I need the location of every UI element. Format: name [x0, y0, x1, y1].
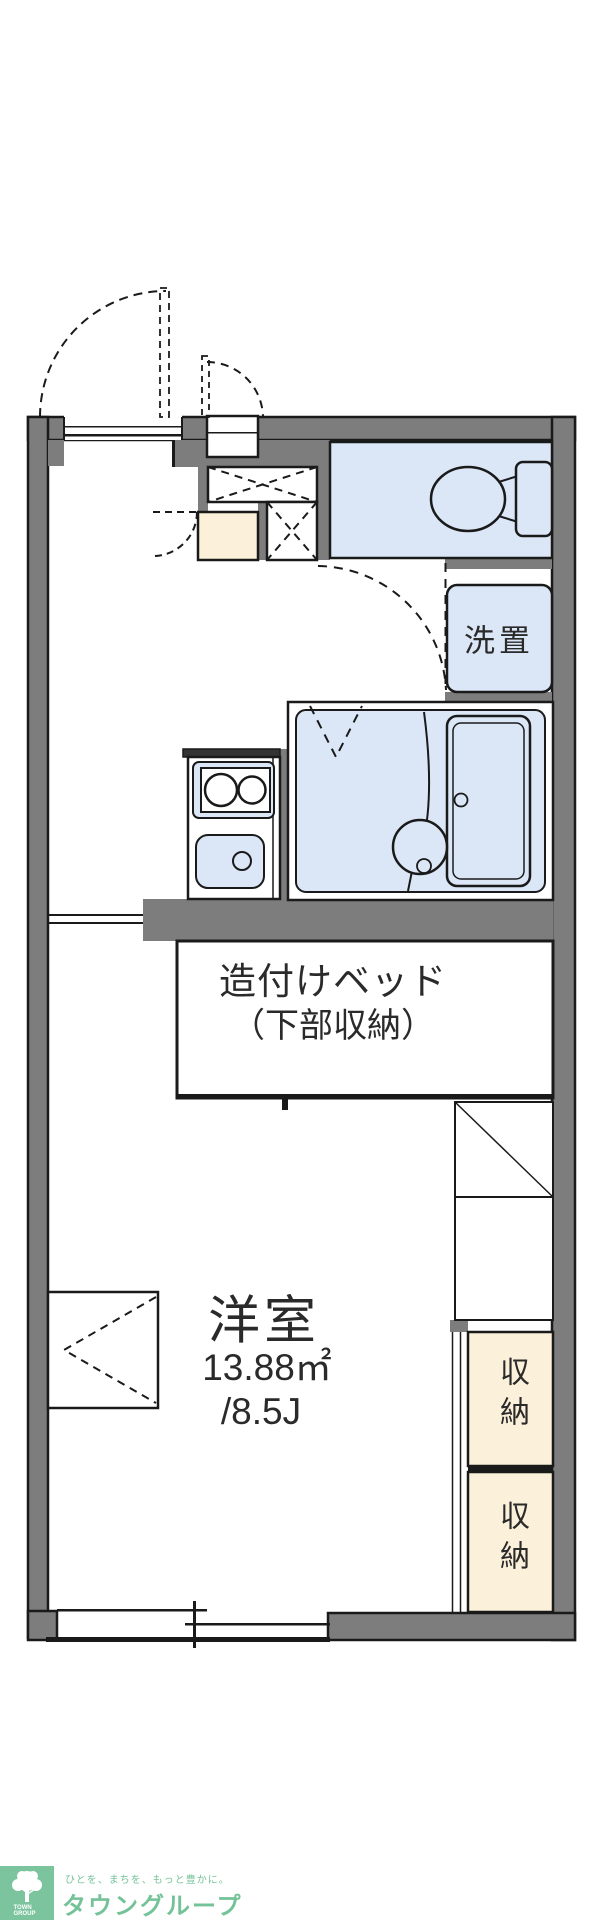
genkan-floor [196, 510, 260, 562]
tree-icon [12, 1871, 42, 1902]
shoe-cabinet-lower [265, 500, 319, 562]
closet-top [466, 1330, 555, 1468]
bottom-window [46, 1601, 330, 1648]
laundry-space [445, 583, 554, 694]
top-alcove-doorway [205, 414, 260, 459]
sink-icon [195, 834, 265, 889]
toilet-door-arc [317, 563, 447, 691]
bay-window [46, 1290, 160, 1410]
stove-icon [192, 761, 275, 819]
room-label: 洋室 [207, 1292, 321, 1351]
footer-slogan: ひとを、まちを、もっと豊かに。 [65, 1875, 230, 1886]
bed-label-line1: 造付けベッド [219, 961, 447, 1002]
shoe-cabinet-upper [206, 465, 319, 504]
town-group-badge-text: TOWN GROUP [13, 1905, 36, 1917]
entrance-door-arc [39, 287, 170, 418]
closet-bottom [466, 1470, 555, 1614]
closet-bottom-label: 収納 [495, 1500, 528, 1580]
interior-walls [48, 440, 553, 1332]
town-group-logo: TOWN GROUP [0, 1866, 54, 1920]
entrance-opening [63, 414, 183, 440]
genkan-door-arc [152, 511, 198, 557]
bed-label-line2: （下部収納） [231, 1007, 435, 1045]
laundry-label: 洗置 [464, 623, 534, 659]
exterior-walls [26, 415, 577, 1642]
hall-opening [48, 914, 143, 924]
closet-top-label: 収納 [495, 1356, 528, 1436]
closet-door-track [451, 1332, 462, 1612]
wall-edge-lines [172, 440, 175, 467]
bath-washing-area [391, 711, 449, 892]
toilet-icon [429, 460, 554, 538]
bathtub-icon [445, 714, 532, 888]
alcove-door-arc [201, 355, 264, 418]
bed-label: 造付けベッド （下部収納） [219, 959, 447, 1049]
room-area-label: 13.88㎡ [202, 1347, 332, 1388]
built-in-bed [175, 939, 555, 1110]
footer-brand: タウングループ [62, 1893, 243, 1920]
bathroom-door-fold [309, 705, 363, 760]
upper-cabinet-boxes [454, 1101, 554, 1321]
closet-divider [468, 1466, 553, 1472]
room-tatami-label: /8.5J [220, 1391, 302, 1432]
